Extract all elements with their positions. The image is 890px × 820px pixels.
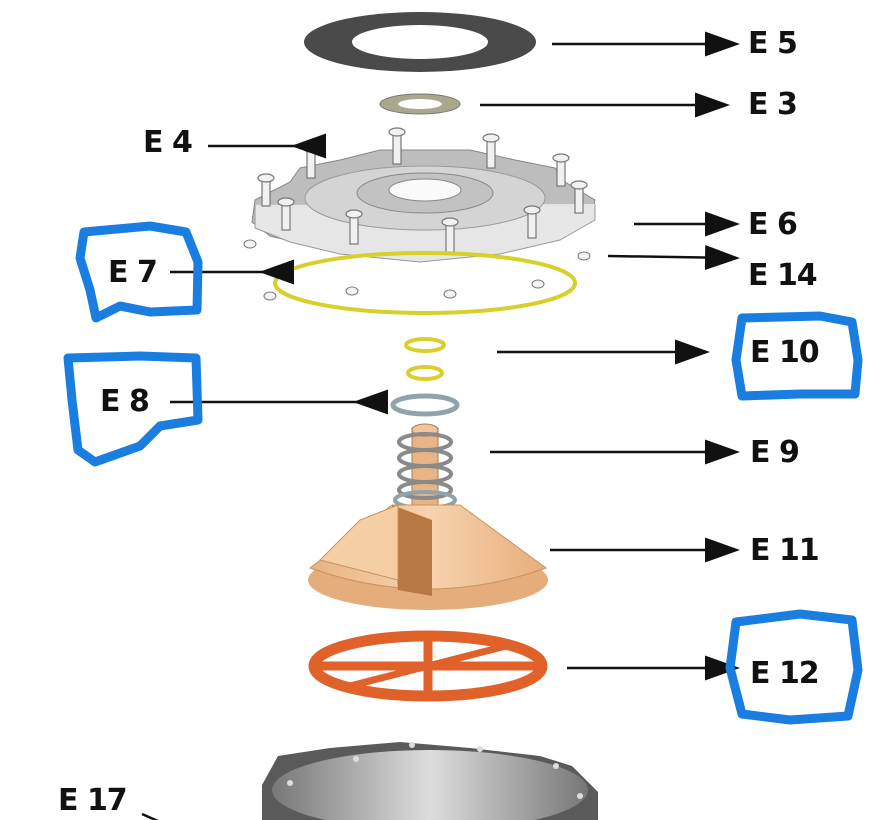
label-e12: E 12: [750, 656, 819, 691]
part-e11-cone: [308, 504, 548, 610]
highlight-e12: [725, 609, 863, 725]
label-e8: E 8: [100, 384, 149, 419]
label-e7: E 7: [108, 255, 157, 290]
label-e5: E 5: [748, 26, 797, 61]
label-e17: E 17: [58, 783, 127, 818]
arrow-e14: [607, 245, 740, 271]
part-e5-gasket: [304, 12, 536, 72]
label-e4: E 4: [143, 125, 192, 160]
label-e14: E 14: [748, 258, 817, 293]
label-e3: E 3: [748, 87, 797, 122]
part-e10-orings: [404, 337, 446, 381]
part-e6-cover: [251, 149, 596, 263]
label-e11: E 11: [750, 533, 819, 568]
label-e10: E 10: [750, 335, 819, 370]
arrow-e17: [141, 812, 159, 820]
highlight-e8: [63, 351, 203, 467]
part-e3-washer: [379, 93, 461, 115]
highlight-e10: [731, 311, 863, 401]
part-e14-nuts: [243, 239, 591, 301]
highlight-e7: [75, 221, 203, 323]
part-e9-spring: [393, 423, 457, 510]
part-e12-diaphragm: [308, 630, 548, 702]
label-e6: E 6: [748, 207, 797, 242]
part-e8-washer: [390, 393, 460, 417]
part-e17-housing: [262, 742, 598, 820]
label-e9: E 9: [750, 435, 799, 470]
